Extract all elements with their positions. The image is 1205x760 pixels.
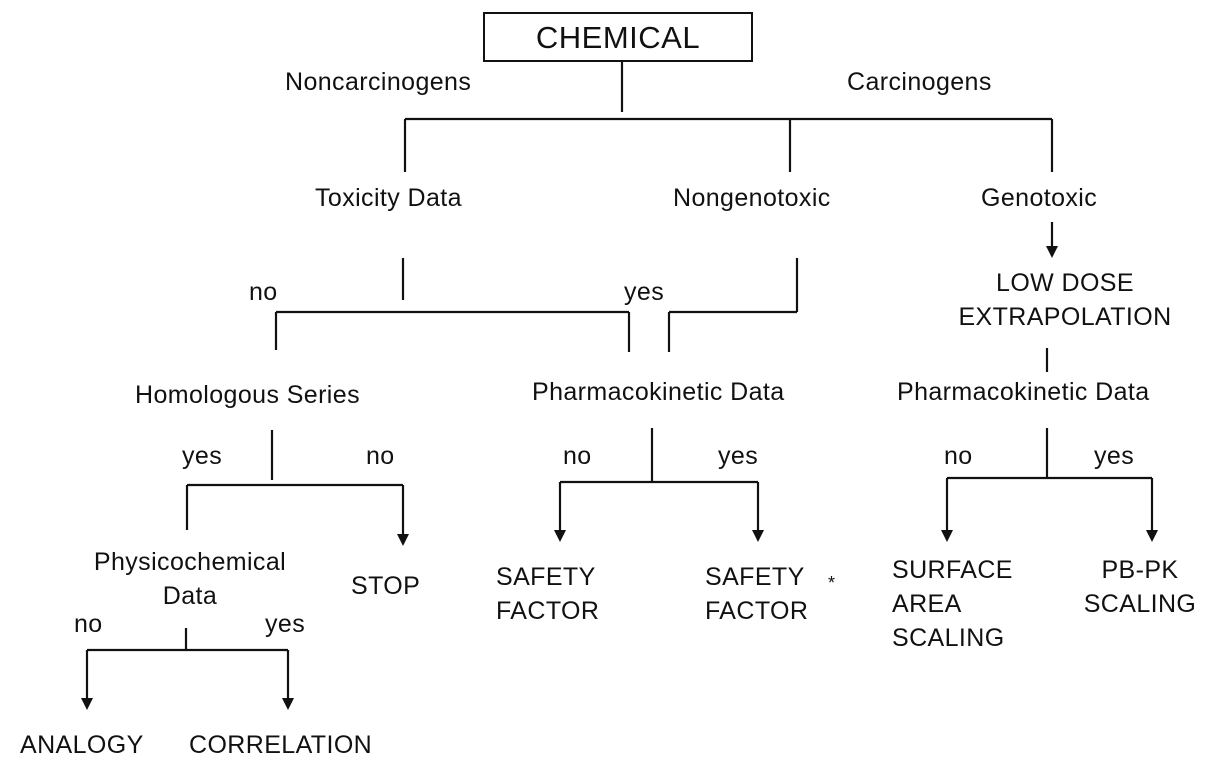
arrowhead-correlation: [282, 698, 294, 710]
edge-label-toxicity-no: no: [249, 278, 278, 306]
arrowhead-safety-2: [752, 530, 764, 542]
edge-label-physchem-no: no: [74, 610, 103, 638]
footnote-asterisk: *: [828, 573, 836, 593]
arrowhead-safety-1: [554, 530, 566, 542]
edge-label-pk-middle-yes: yes: [718, 442, 759, 470]
edge-label-pk-right-yes: yes: [1094, 442, 1135, 470]
arrowhead-pbpk: [1146, 530, 1158, 542]
root-node-box: [483, 12, 753, 62]
node-surface-area-scaling: SURFACE AREA SCALING: [892, 556, 1013, 652]
node-homologous-series: Homologous Series: [135, 381, 360, 409]
node-nongenotoxic: Nongenotoxic: [673, 184, 831, 212]
edge-label-homologous-no: no: [366, 442, 395, 470]
arrowhead-low-dose: [1046, 246, 1058, 258]
node-analogy: ANALOGY: [20, 731, 144, 759]
edge-label-pk-middle-no: no: [563, 442, 592, 470]
node-pharmacokinetic-data-right: Pharmacokinetic Data: [897, 378, 1150, 406]
edge-label-pk-right-no: no: [944, 442, 973, 470]
node-toxicity-data: Toxicity Data: [315, 184, 462, 212]
node-correlation: CORRELATION: [189, 731, 373, 759]
arrowhead-surface: [941, 530, 953, 542]
node-safety-factor-no: SAFETY FACTOR: [496, 563, 600, 625]
node-pbpk-scaling: PB-PK SCALING: [1083, 556, 1197, 618]
node-physicochemical-data: Physicochemical Data: [93, 548, 287, 610]
branch-label-carcinogens: Carcinogens: [847, 68, 992, 96]
edge-label-physchem-yes: yes: [265, 610, 306, 638]
branch-label-noncarcinogens: Noncarcinogens: [285, 68, 472, 96]
node-safety-factor-yes: SAFETY FACTOR: [705, 563, 809, 625]
node-genotoxic: Genotoxic: [981, 184, 1098, 212]
arrowhead-stop: [397, 534, 409, 546]
edge-label-toxicity-yes: yes: [624, 278, 665, 306]
arrowhead-analogy: [81, 698, 93, 710]
root-node-label: CHEMICAL: [535, 20, 701, 55]
node-low-dose-extrapolation: LOW DOSE EXTRAPOLATION: [958, 269, 1172, 331]
edge-label-homologous-yes: yes: [182, 442, 223, 470]
node-pharmacokinetic-data-middle: Pharmacokinetic Data: [532, 378, 785, 406]
node-stop: STOP: [351, 572, 421, 600]
